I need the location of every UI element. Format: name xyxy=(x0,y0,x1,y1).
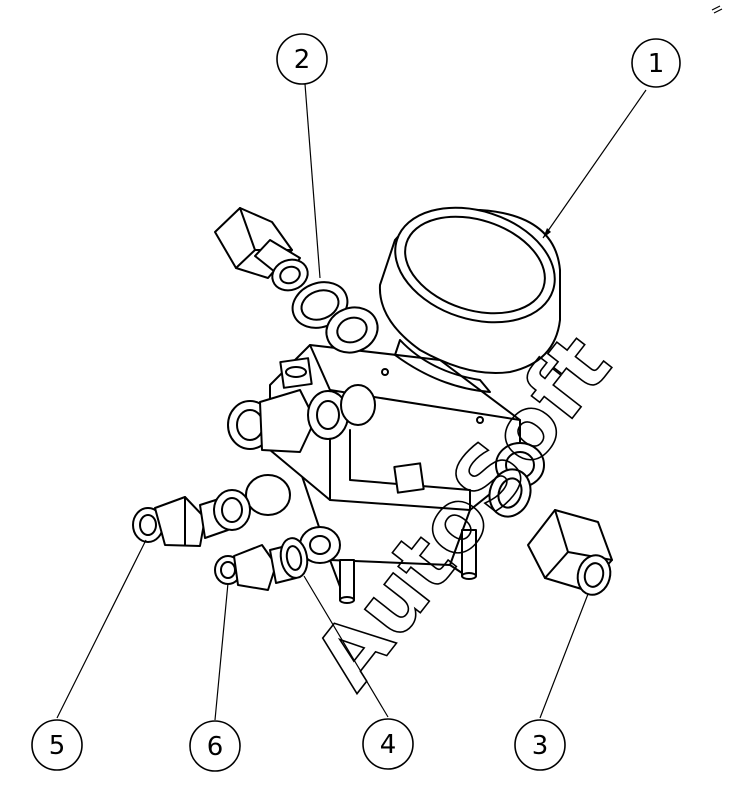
leader-6 xyxy=(214,582,229,721)
svg-text:6: 6 xyxy=(207,732,224,762)
callout-6: 6 xyxy=(189,720,241,772)
leader-lines xyxy=(56,83,647,721)
part-5-fitting xyxy=(132,489,251,547)
callout-2: 2 xyxy=(276,33,328,85)
leader-2 xyxy=(304,83,321,279)
callout-1: 1 xyxy=(631,38,681,88)
callout-5: 5 xyxy=(31,719,83,771)
svg-text:2: 2 xyxy=(294,45,311,75)
bolt-head-top xyxy=(279,357,313,389)
svg-text:1: 1 xyxy=(648,49,665,79)
leader-4 xyxy=(303,575,389,718)
fitting-upper-left xyxy=(214,207,309,292)
svg-text:3: 3 xyxy=(532,731,549,761)
bolt-head-lower xyxy=(393,462,425,494)
leader-3 xyxy=(539,593,589,719)
part-1-cap xyxy=(378,206,561,393)
corner-mark xyxy=(711,5,723,14)
callout-4: 4 xyxy=(362,718,414,770)
leader-5 xyxy=(56,539,147,719)
part-3-fitting xyxy=(527,509,613,596)
callout-3: 3 xyxy=(514,719,566,771)
part-4-seal xyxy=(279,537,309,579)
fitting-centre xyxy=(227,384,376,453)
svg-text:4: 4 xyxy=(380,730,397,760)
svg-text:5: 5 xyxy=(49,731,66,761)
leader-1 xyxy=(542,89,647,239)
part-2-seal-ring xyxy=(291,281,379,354)
seal-ring-right xyxy=(488,468,532,518)
